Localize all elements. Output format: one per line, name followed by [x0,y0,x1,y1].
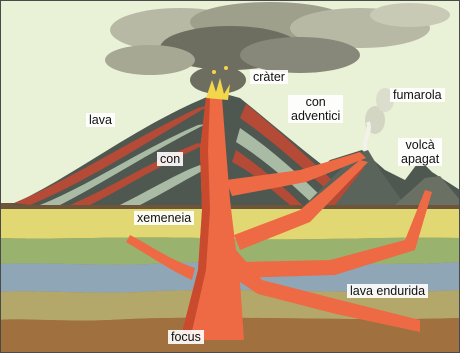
label-extinct-volcano: volcà apagat [398,138,442,166]
label-lava: lava [86,113,115,127]
label-fumarole: fumarola [390,88,445,102]
label-hardened-lava: lava endurida [347,284,428,298]
label-crater: cràter [250,70,288,84]
label-cone: con [157,152,183,166]
label-focus: focus [168,330,204,344]
label-chimney: xemeneia [134,211,194,225]
label-adventitious-cone: con adventici [288,95,343,123]
